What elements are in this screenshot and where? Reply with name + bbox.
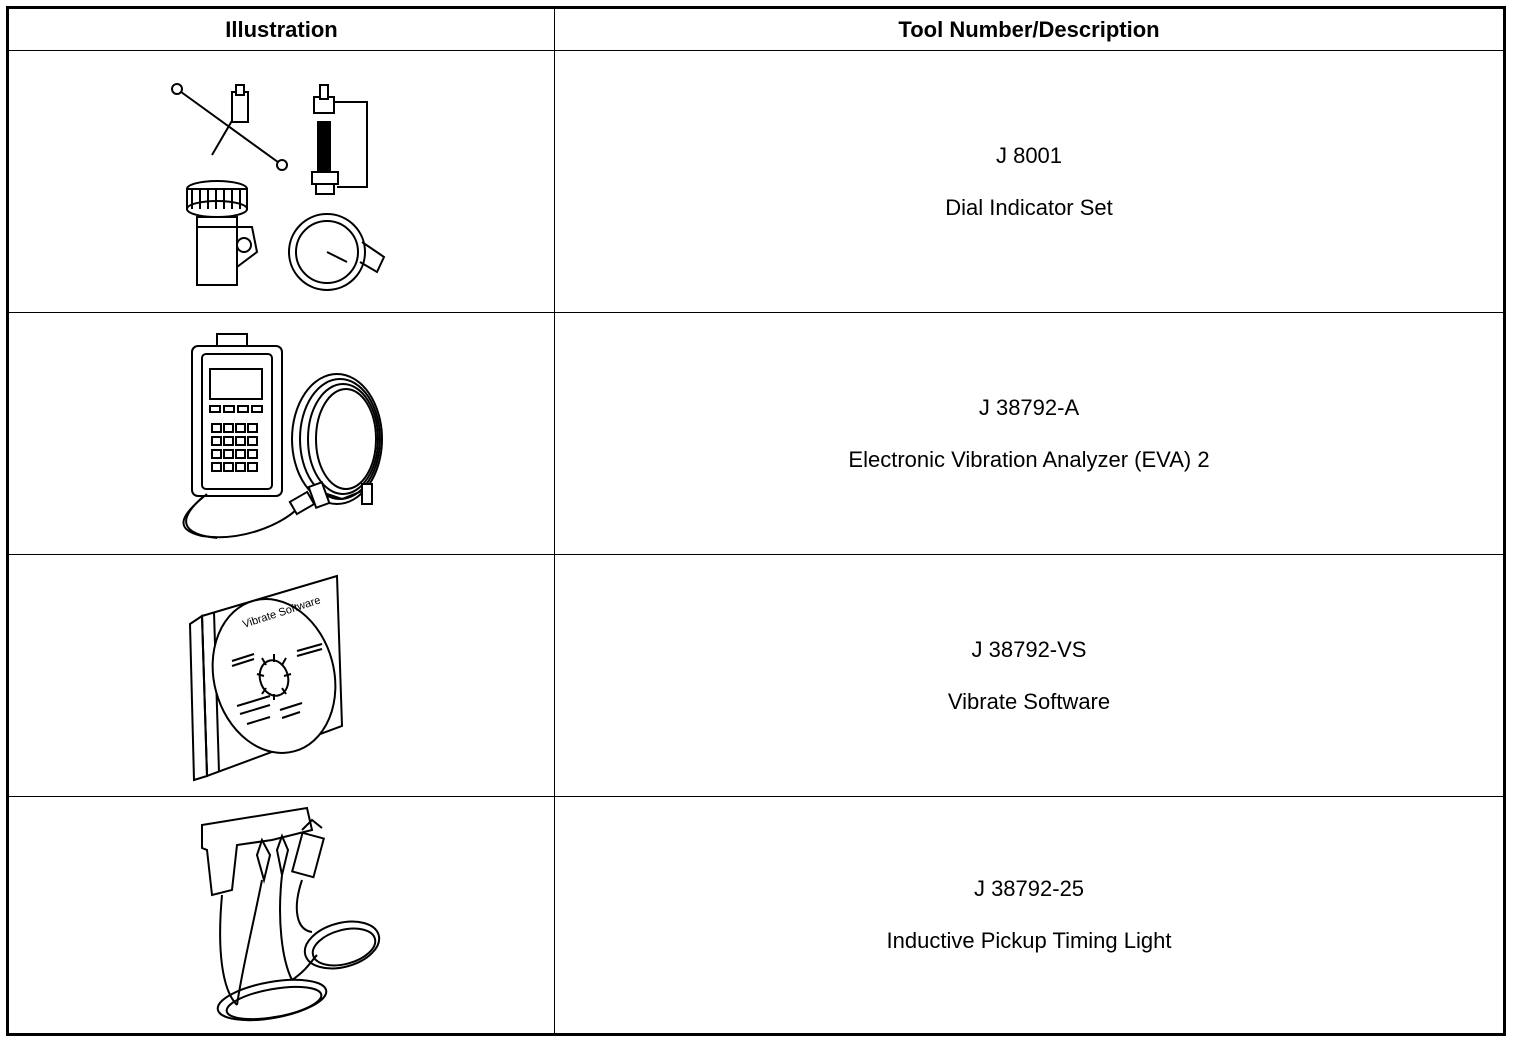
table-row: J 38792-25 Inductive Pickup Timing Light: [9, 797, 1503, 1033]
vibration-analyzer-illustration: [182, 332, 383, 539]
tool-description: Dial Indicator Set: [945, 194, 1113, 220]
tool-description: Vibrate Software: [947, 688, 1111, 714]
header-illustration-cell: Illustration: [9, 9, 555, 50]
tool-description: Electronic Vibration Analyzer (EVA) 2: [848, 446, 1210, 472]
tool-cell: J 38792-25 Inductive Pickup Timing Light: [555, 797, 1503, 1033]
tool-description: Inductive Pickup Timing Light: [886, 928, 1172, 953]
header-tool-description: Tool Number/Description: [898, 16, 1160, 42]
timing-light-illustration: [200, 806, 380, 1022]
illustration-cell: [9, 313, 555, 554]
tool-cell: J 8001 Dial Indicator Set: [555, 51, 1503, 312]
illustration-cell: [9, 51, 555, 312]
tool-cell: J 38792-A Electronic Vibration Analyzer …: [555, 313, 1503, 554]
tool-number: J 38792-VS: [971, 636, 1087, 662]
table-row: J 8001 Dial Indicator Set: [9, 51, 1503, 313]
tool-number: J 8001: [995, 142, 1063, 168]
table-row: Vibrate Software J 38792-VS Vibrate Soft…: [9, 555, 1503, 797]
header-tool-cell: Tool Number/Description: [555, 9, 1503, 50]
illustration-cell: Vibrate Software: [9, 555, 555, 796]
tool-table: Illustration Tool Number/Description: [6, 6, 1506, 1036]
table-row: J 38792-A Electronic Vibration Analyzer …: [9, 313, 1503, 555]
tool-number: J 38792-25: [973, 876, 1085, 901]
table-header-row: Illustration Tool Number/Description: [9, 9, 1503, 51]
header-illustration: Illustration: [225, 16, 338, 42]
dial-indicator-set-illustration: [170, 82, 385, 291]
tool-number: J 38792-A: [978, 394, 1080, 420]
illustration-cell: [9, 797, 555, 1033]
tool-cell: J 38792-VS Vibrate Software: [555, 555, 1503, 796]
software-cd-illustration: Vibrate Software: [188, 574, 343, 781]
